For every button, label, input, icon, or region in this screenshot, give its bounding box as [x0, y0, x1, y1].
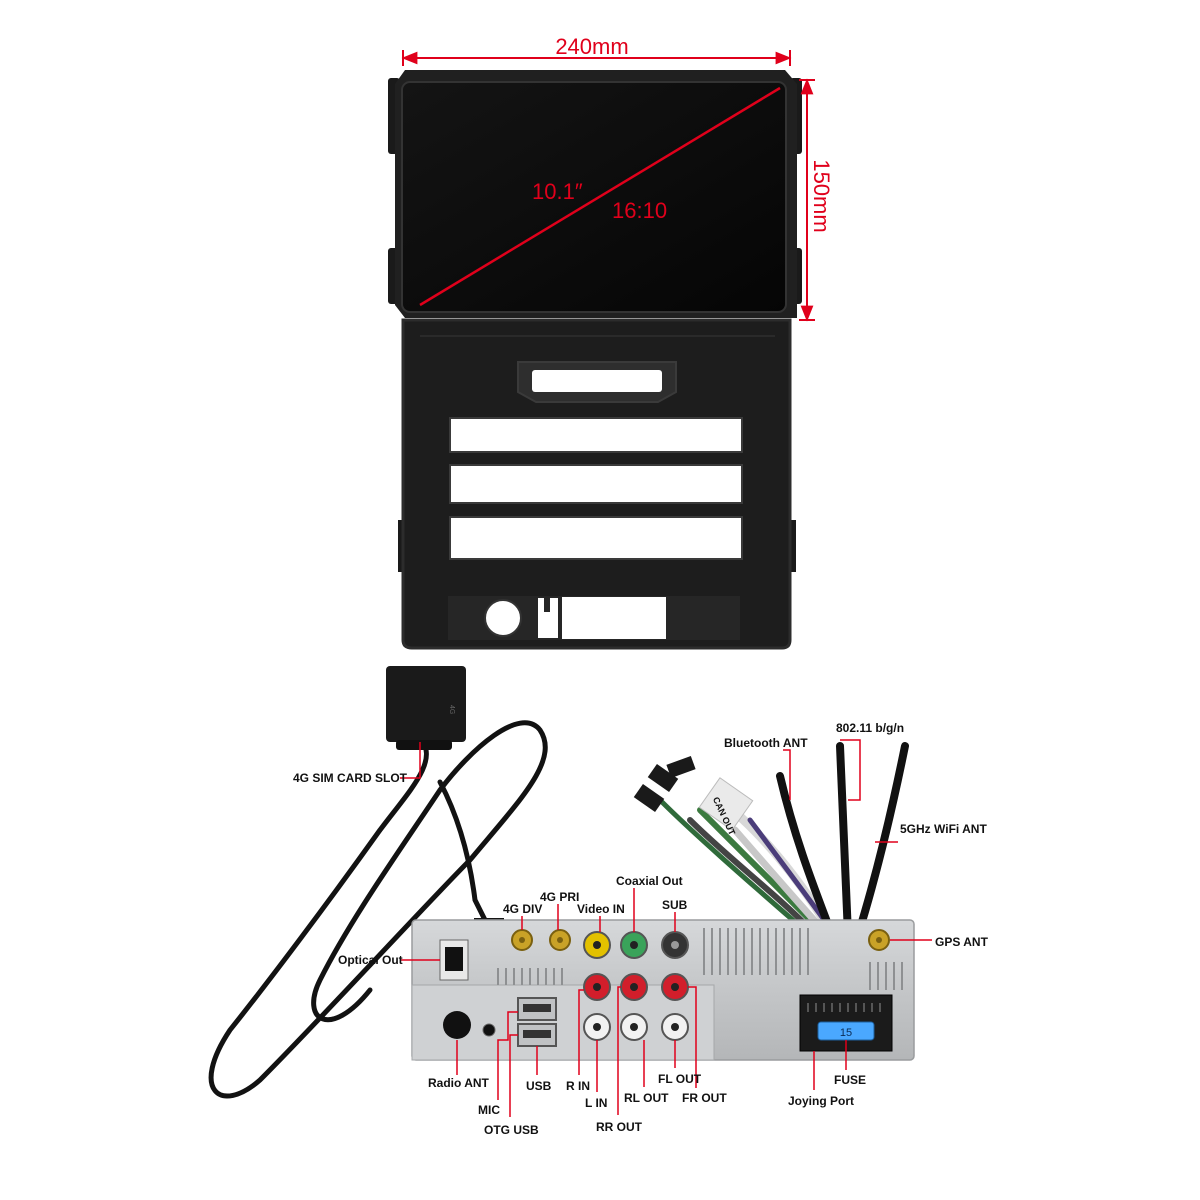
radio-ant-port [443, 1011, 471, 1039]
callout-lines [400, 739, 932, 1117]
vent-slot [449, 464, 743, 504]
height-label: 150mm [809, 159, 834, 232]
label-bluetooth-ant: Bluetooth ANT [724, 736, 808, 750]
label-fr-out: FR OUT [682, 1091, 727, 1105]
label-mic: MIC [478, 1103, 500, 1117]
aspect-ratio-label: 16:10 [612, 198, 667, 223]
label-4g-pri: 4G PRI [540, 890, 579, 904]
vent-slot [449, 516, 743, 560]
label-coaxial-out: Coaxial Out [616, 874, 683, 888]
head-unit [388, 70, 802, 650]
label-wifi-5ghz: 5GHz WiFi ANT [900, 822, 987, 836]
label-usb: USB [526, 1079, 552, 1093]
label-rr-out: RR OUT [596, 1120, 643, 1134]
label-fuse: FUSE [834, 1073, 866, 1087]
mic-port [482, 1023, 496, 1037]
label-sub: SUB [662, 898, 688, 912]
label-optical-out: Optical Out [338, 953, 403, 967]
label-radio-ant: Radio ANT [428, 1076, 490, 1090]
display-screen [401, 81, 787, 313]
fuse-value: 15 [840, 1027, 852, 1039]
svg-text:4G: 4G [448, 705, 455, 714]
label-gps-ant: GPS ANT [935, 935, 989, 949]
label-l-in: L IN [585, 1096, 607, 1110]
label-fl-out: FL OUT [658, 1072, 702, 1086]
label-video-in: Video IN [577, 902, 625, 916]
label-otg-usb: OTG USB [484, 1123, 539, 1137]
width-dimension: 240mm [401, 34, 792, 66]
label-r-in: R IN [566, 1079, 590, 1093]
rear-chassis: 15 [411, 919, 915, 1061]
optical-out-port [445, 947, 463, 971]
diagonal-line [419, 86, 781, 307]
sim-card-module [386, 666, 466, 742]
diagonal-label: 10.1″ [532, 179, 583, 204]
label-joying-port: Joying Port [788, 1094, 854, 1108]
height-dimension: 150mm [799, 78, 834, 322]
label-rl-out: RL OUT [624, 1091, 669, 1105]
label-4g-div: 4G DIV [503, 902, 542, 916]
label-sim-slot: 4G SIM CARD SLOT [293, 771, 408, 785]
vent-slot [449, 417, 743, 453]
width-label: 240mm [555, 34, 628, 59]
label-wifi-80211: 802.11 b/g/n [836, 721, 904, 735]
